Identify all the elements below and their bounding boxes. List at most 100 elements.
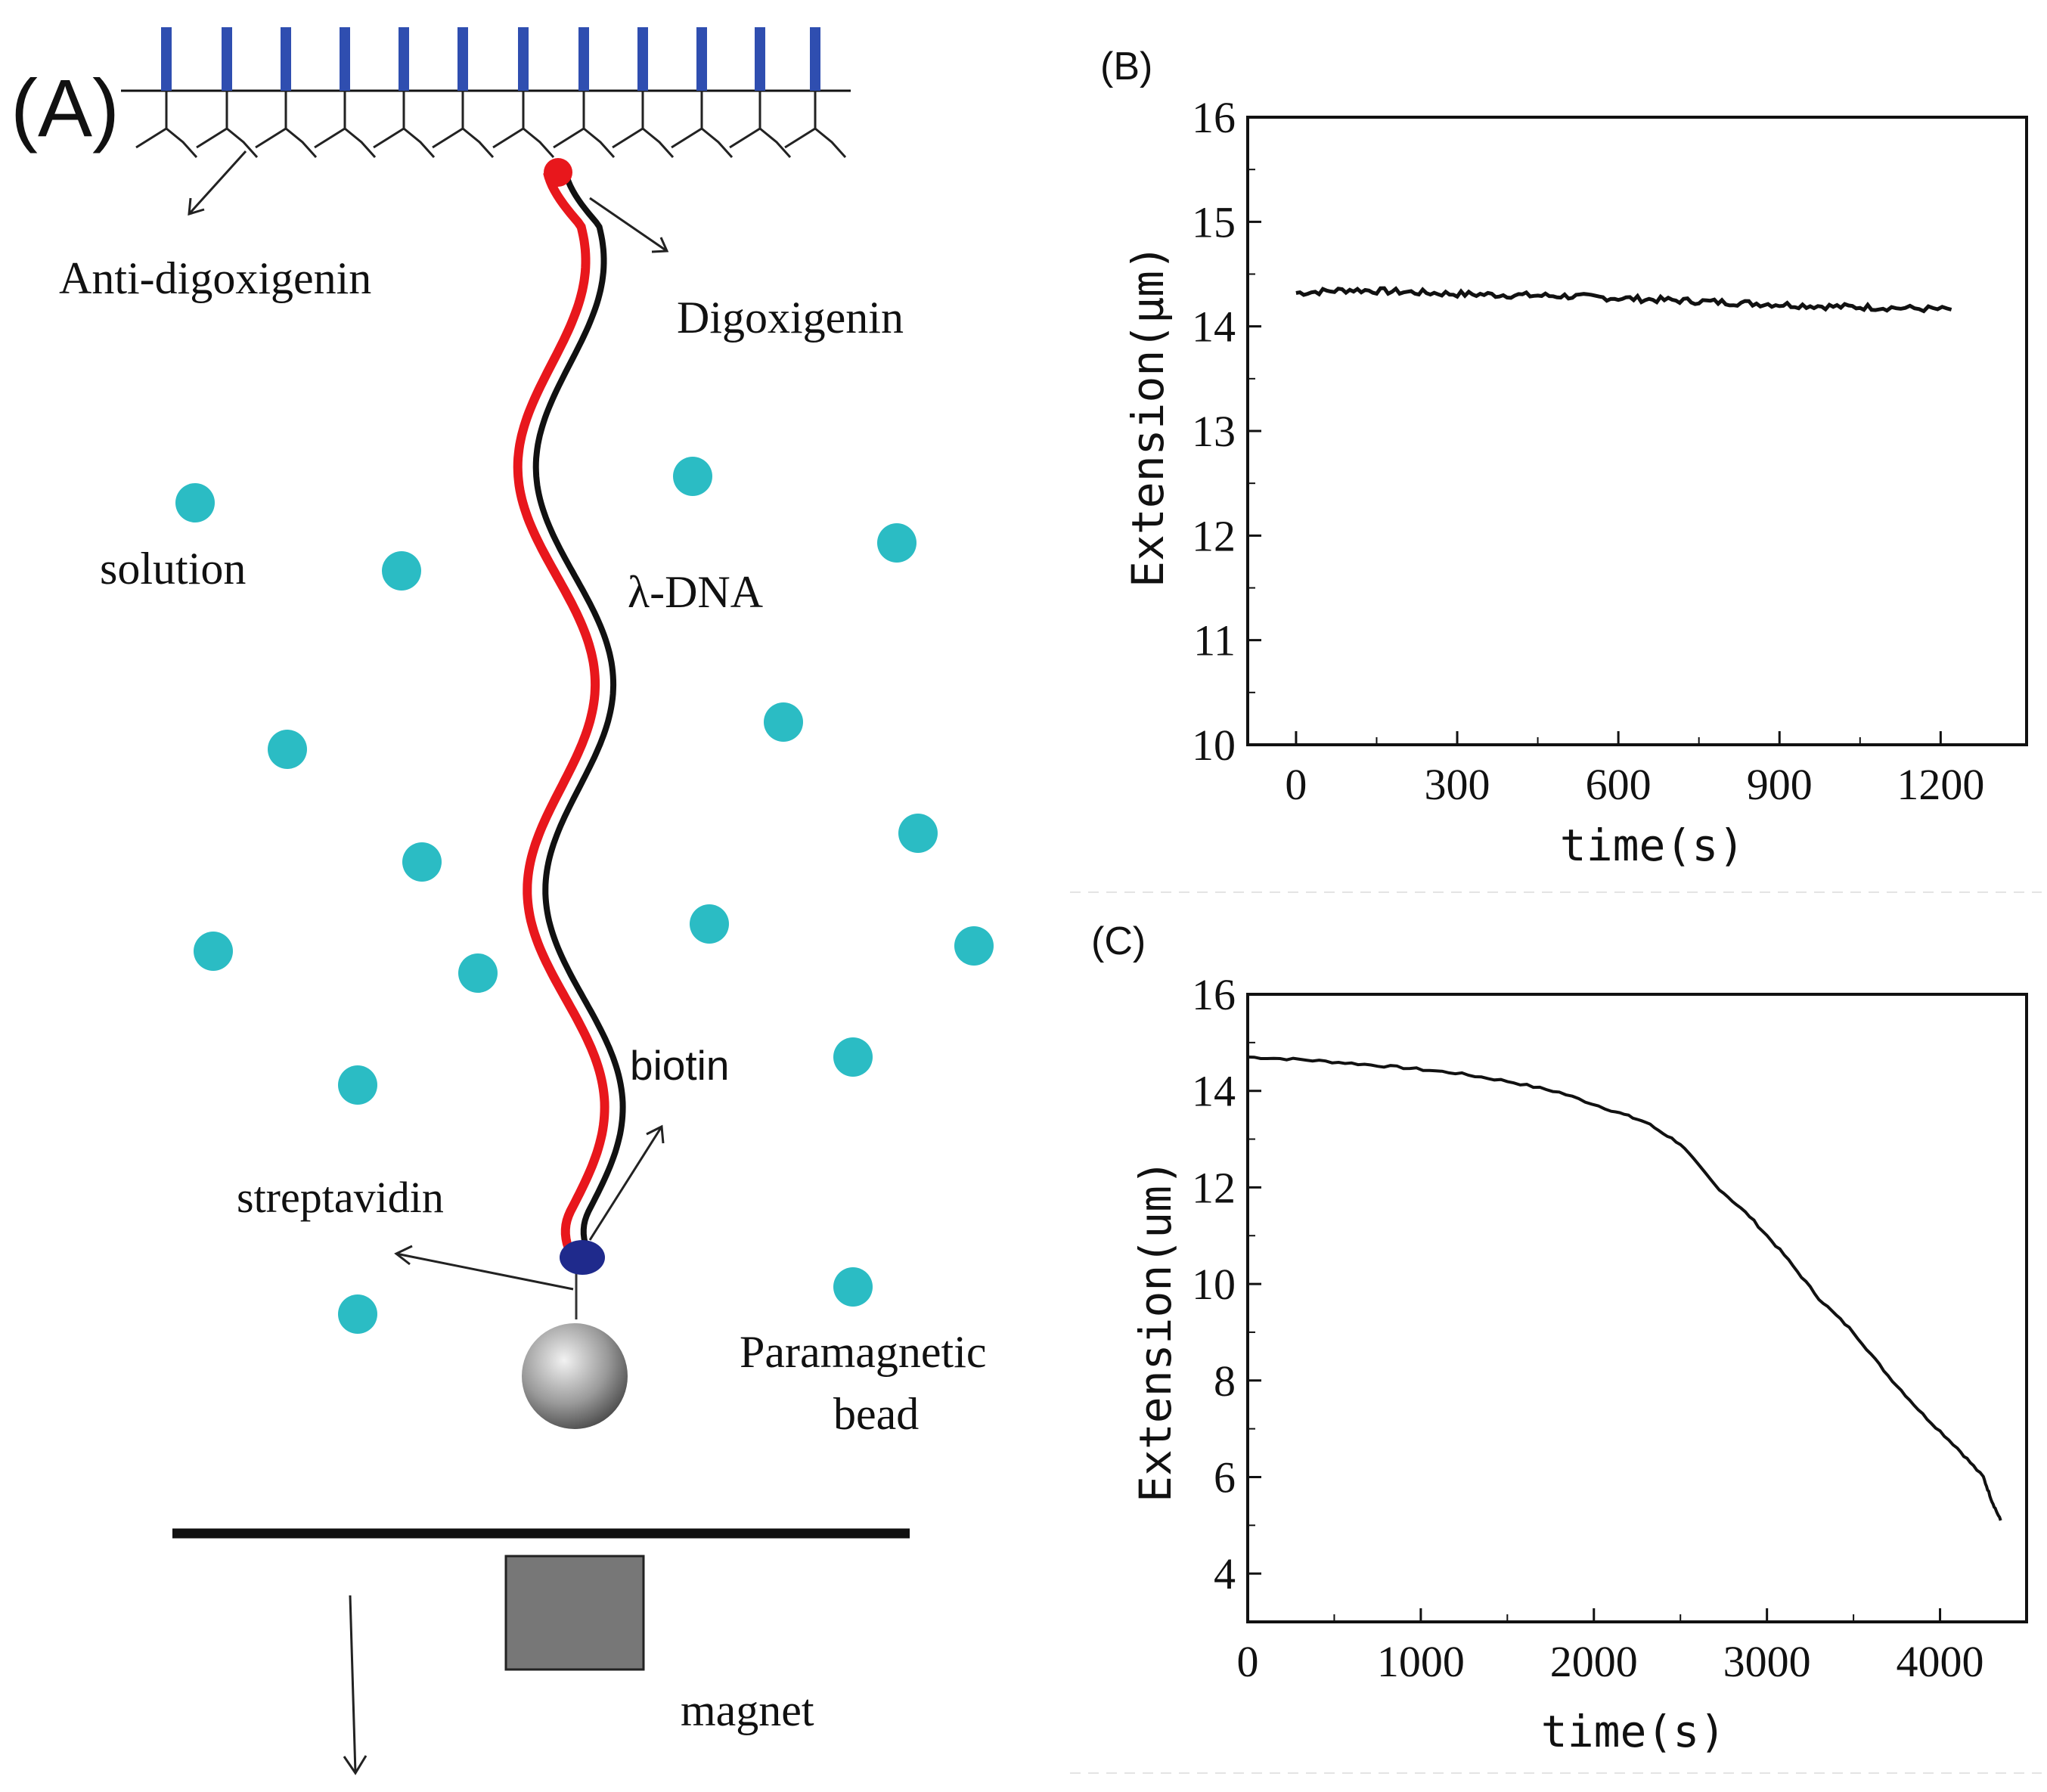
antibody-2 xyxy=(222,27,232,91)
antibody-4 xyxy=(340,27,350,91)
y-tick-label: 12 xyxy=(1192,511,1236,560)
y-tick-label: 6 xyxy=(1214,1453,1236,1502)
panel-a-diagram: (A) Anti-digoxigenin Digoxigenin solutio… xyxy=(11,27,994,1775)
solution-dot-16 xyxy=(833,1267,873,1307)
antibody-10 xyxy=(696,27,707,91)
digoxigenin-label: Digoxigenin xyxy=(677,293,904,343)
x-tick-label: 600 xyxy=(1586,760,1652,809)
streptavidin-blob xyxy=(560,1240,605,1275)
y-tick-label: 4 xyxy=(1214,1549,1236,1598)
solution-dot-1 xyxy=(175,483,215,522)
paramagnetic-label-line1: Paramagnetic xyxy=(740,1327,987,1377)
panel-c-x-ticks: 0 1000 2000 3000 4000 xyxy=(1237,1608,1984,1686)
anchor-y-8 xyxy=(553,91,616,159)
anchor-y-1 xyxy=(135,91,198,159)
solution-dot-4 xyxy=(877,523,916,563)
anchor-y-3 xyxy=(255,91,318,159)
x-tick-label: 3000 xyxy=(1723,1637,1811,1686)
y-tick-label: 10 xyxy=(1192,1260,1236,1309)
digoxigenin-arrowhead xyxy=(651,237,669,253)
panel-b-series-line xyxy=(1295,286,1952,314)
solution-dot-11 xyxy=(690,904,729,944)
panel-b-x-axis-label: time(s) xyxy=(1560,820,1745,871)
x-tick-label: 300 xyxy=(1425,760,1490,809)
anchor-y-9 xyxy=(612,91,675,159)
y-tick-label: 14 xyxy=(1192,302,1236,352)
antibody-9 xyxy=(637,27,648,91)
x-tick-label: 1000 xyxy=(1377,1637,1465,1686)
x-tick-label: 2000 xyxy=(1550,1637,1638,1686)
y-tick-label: 12 xyxy=(1192,1163,1236,1212)
anchor-y-12 xyxy=(784,91,847,159)
y-tick-label: 13 xyxy=(1192,407,1236,456)
x-tick-label: 4000 xyxy=(1897,1637,1984,1686)
magnet-label: magnet xyxy=(681,1685,814,1735)
antibody-11 xyxy=(755,27,765,91)
solution-dot-12 xyxy=(954,926,994,966)
digoxigenin-arrow xyxy=(589,197,668,253)
paramagnetic-label-line2: bead xyxy=(833,1389,919,1439)
y-tick-label: 11 xyxy=(1193,616,1236,665)
streptavidin-label: streptavidin xyxy=(237,1173,444,1222)
y-tick-label: 15 xyxy=(1192,197,1236,246)
force-arrowhead xyxy=(343,1755,368,1775)
streptavidin-arrow xyxy=(395,1252,574,1291)
solution-dot-10 xyxy=(458,953,498,993)
lambda-dna-label: λ-DNA xyxy=(628,567,763,617)
y-tick-label: 10 xyxy=(1192,721,1236,770)
anti-digoxigenin-arrow xyxy=(188,150,247,215)
anchor-y-shapes xyxy=(135,91,847,159)
anchor-y-4 xyxy=(314,91,377,159)
anchor-y-6 xyxy=(432,91,495,159)
antibody-6 xyxy=(457,27,468,91)
y-tick-label: 16 xyxy=(1192,970,1236,1019)
anchor-y-2 xyxy=(196,91,259,159)
panel-c-plot-frame xyxy=(1246,993,2028,1623)
biotin-label: biotin xyxy=(630,1042,729,1089)
solution-dot-15 xyxy=(338,1294,377,1334)
solution-dot-5 xyxy=(268,730,307,769)
antibody-3 xyxy=(281,27,291,91)
panel-a-label: (A) xyxy=(11,62,119,153)
anti-digoxigenin-arrowhead xyxy=(188,197,205,216)
force-arrow xyxy=(349,1595,357,1774)
solution-molecules xyxy=(175,457,994,1334)
anchor-y-10 xyxy=(671,91,734,159)
panel-c-y-axis-label: Extension(um) xyxy=(1130,1159,1181,1502)
y-tick-label: 16 xyxy=(1192,93,1236,142)
biotin-arrow xyxy=(588,1126,663,1241)
panel-b-y-ticks: 10 11 12 13 14 15 16 xyxy=(1192,93,1261,770)
x-tick-label: 1200 xyxy=(1897,760,1984,809)
panel-c-x-axis-label: time(s) xyxy=(1541,1706,1726,1757)
antibody-7 xyxy=(518,27,529,91)
solution-dot-6 xyxy=(764,702,803,742)
anchor-y-7 xyxy=(492,91,555,159)
antibody-5 xyxy=(399,27,409,91)
lambda-dna-black-strand xyxy=(532,171,626,1254)
paramagnetic-bead xyxy=(522,1323,628,1429)
panel-c-series-line xyxy=(1247,1056,2002,1521)
x-tick-label: 0 xyxy=(1285,760,1307,809)
biotin-arrowhead xyxy=(646,1124,665,1144)
anti-digoxigenin-label: Anti-digoxigenin xyxy=(59,253,371,303)
solution-dot-7 xyxy=(402,842,442,882)
x-tick-label: 0 xyxy=(1237,1637,1259,1686)
solution-label: solution xyxy=(100,544,246,594)
panel-c-label: (C) xyxy=(1091,919,1146,963)
solution-dot-2 xyxy=(382,551,421,591)
antibody-1 xyxy=(161,27,172,91)
panel-b-y-axis-label: Extension(μm) xyxy=(1122,244,1174,588)
antibody-12 xyxy=(810,27,820,91)
streptavidin-arrowhead xyxy=(394,1245,413,1266)
anchor-y-11 xyxy=(729,91,792,159)
anchor-y-5 xyxy=(373,91,436,159)
solution-dot-9 xyxy=(194,932,233,971)
panel-b-plot-frame xyxy=(1246,116,2028,746)
y-tick-label: 8 xyxy=(1214,1356,1236,1406)
solution-dot-13 xyxy=(338,1065,377,1105)
panel-b-label: (B) xyxy=(1100,45,1152,88)
